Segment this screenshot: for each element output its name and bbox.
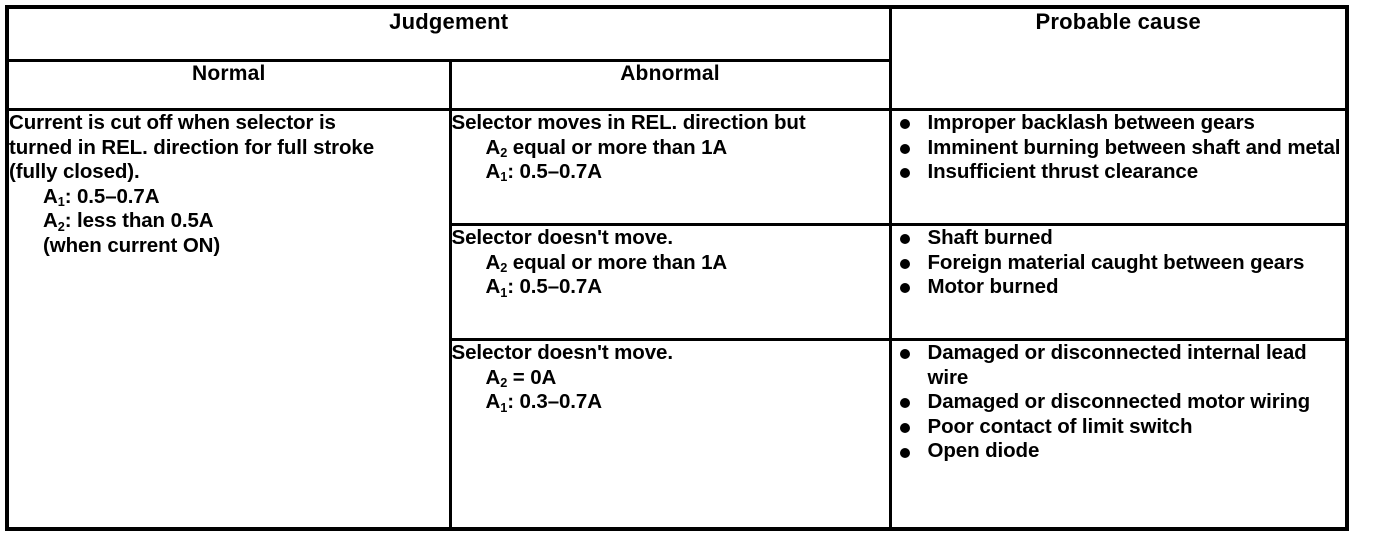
- abnormal-spec-a2-label-1: A: [485, 135, 501, 159]
- list-item: Open diode: [892, 439, 1346, 464]
- list-item: Poor contact of limit switch: [892, 415, 1346, 440]
- abnormal-spec-a2-value-2: equal or more than 1A: [507, 250, 728, 274]
- bullet-icon: [899, 234, 910, 245]
- normal-spec-a1: A1: 0.5–0.7A: [9, 185, 449, 210]
- abnormal-condition-cell-2: Selector doesn't move. A2 equal or more …: [448, 223, 892, 342]
- cause-text: Insufficient thrust clearance: [927, 160, 1199, 184]
- normal-spec-a2-value: : less than 0.5A: [64, 209, 214, 233]
- bullet-icon: [899, 283, 910, 294]
- normal-spec-a2-subscript: 2: [57, 218, 65, 234]
- list-item: Damaged or disconnected motor wiring: [892, 390, 1346, 415]
- abnormal-spec-a1-subscript-3: 1: [500, 399, 508, 415]
- abnormal-spec-a2-3: A2 = 0A: [452, 366, 889, 391]
- normal-spec-a1-value: : 0.5–0.7A: [64, 184, 160, 208]
- cause-text: Poor contact of limit switch: [927, 414, 1193, 438]
- normal-spec-a1-subscript: 1: [57, 194, 65, 210]
- cause-list-3: Damaged or disconnected internal lead wi…: [892, 341, 1346, 464]
- abnormal-spec-a1-value-3: : 0.3–0.7A: [507, 390, 602, 414]
- cause-text: Damaged or disconnected internal lead wi…: [927, 341, 1307, 389]
- bullet-icon: [899, 423, 910, 433]
- bullet-icon: [899, 119, 910, 130]
- table-row: Current is cut off when selector is turn…: [5, 107, 1349, 531]
- header-row-sub: Normal Abnormal: [5, 59, 1347, 111]
- bullet-icon: [899, 168, 910, 179]
- cause-text: Imminent burning between shaft and metal: [927, 135, 1341, 159]
- abnormal-spec-a1-subscript-2: 1: [500, 284, 508, 300]
- list-item: Imminent burning between shaft and metal: [892, 136, 1346, 161]
- normal-note: (when current ON): [43, 233, 221, 257]
- normal-spec-a2-label: A: [43, 209, 58, 233]
- abnormal-spec-a2-subscript-2: 2: [500, 259, 508, 275]
- list-item: Insufficient thrust clearance: [892, 160, 1346, 185]
- abnormal-condition-cell-1: Selector moves in REL. direction but A2 …: [448, 107, 892, 227]
- normal-line-1: Current is cut off when selector is: [9, 111, 336, 134]
- abnormal-spec-a1-1: A1: 0.5–0.7A: [452, 160, 889, 185]
- abnormal-spec-a1-label-3: A: [485, 390, 501, 414]
- normal-condition-cell: Current is cut off when selector is turn…: [5, 108, 452, 531]
- bullet-icon: [899, 447, 910, 458]
- cause-text: Foreign material caught between gears: [927, 250, 1305, 274]
- header-probable-cause: Probable cause: [888, 5, 1349, 111]
- abnormal-spec-a1-subscript-1: 1: [500, 169, 508, 185]
- table-row: Selector doesn't move. A2 = 0A A1: 0.3–0…: [7, 338, 1349, 531]
- header-judgement: Judgement: [5, 5, 892, 62]
- bullet-icon: [899, 398, 910, 409]
- table-body: Current is cut off when selector is turn…: [5, 107, 1349, 531]
- list-item: Motor burned: [892, 275, 1346, 300]
- cause-list-2: Shaft burned Foreign material caught bet…: [892, 226, 1346, 300]
- cause-text: Improper backlash between gears: [927, 111, 1255, 134]
- abnormal-spec-a2-value-3: = 0A: [507, 365, 557, 389]
- normal-spec-a1-label: A: [43, 184, 58, 208]
- bullet-icon: [899, 258, 910, 269]
- abnormal-spec-a1-3: A1: 0.3–0.7A: [452, 390, 889, 415]
- table-row: Selector doesn't move. A2 equal or more …: [7, 223, 1349, 342]
- cause-text: Shaft burned: [927, 226, 1053, 250]
- list-item: Shaft burned: [892, 226, 1346, 251]
- normal-spec-a2: A2: less than 0.5A: [9, 209, 449, 234]
- abnormal-spec-a2-label-3: A: [485, 365, 501, 389]
- probable-cause-cell-3: Damaged or disconnected internal lead wi…: [888, 338, 1349, 531]
- abnormal-headline-3: Selector doesn't move.: [451, 341, 674, 365]
- abnormal-spec-a2-1: A2 equal or more than 1A: [452, 136, 889, 161]
- list-item: Foreign material caught between gears: [892, 251, 1346, 276]
- abnormal-spec-a1-label-1: A: [485, 160, 501, 184]
- table-header: Judgement Probable cause Normal Abnormal: [5, 5, 1349, 111]
- abnormal-spec-a2-value-1: equal or more than 1A: [507, 135, 728, 159]
- abnormal-spec-a2-subscript-3: 2: [500, 374, 508, 390]
- cause-text: Damaged or disconnected motor wiring: [927, 390, 1311, 414]
- bullet-icon: [899, 349, 910, 360]
- abnormal-spec-a2-2: A2 equal or more than 1A: [452, 251, 889, 276]
- abnormal-headline-2: Selector doesn't move.: [451, 226, 674, 250]
- abnormal-spec-a1-label-2: A: [485, 275, 501, 299]
- abnormal-spec-a1-2: A1: 0.5–0.7A: [452, 275, 889, 300]
- list-item: Damaged or disconnected internal lead wi…: [892, 341, 1346, 390]
- abnormal-spec-a1-value-1: : 0.5–0.7A: [507, 160, 602, 184]
- abnormal-headline-1: Selector moves in REL. direction but: [451, 111, 806, 134]
- abnormal-spec-a2-label-2: A: [485, 250, 501, 274]
- abnormal-condition-cell-3: Selector doesn't move. A2 = 0A A1: 0.3–0…: [448, 338, 892, 531]
- header-abnormal: Abnormal: [448, 59, 892, 111]
- cause-text: Open diode: [927, 439, 1040, 463]
- normal-line-3: (fully closed).: [9, 160, 140, 184]
- troubleshooting-table: Judgement Probable cause Normal Abnormal…: [5, 5, 1349, 531]
- abnormal-spec-a2-subscript-1: 2: [500, 144, 508, 160]
- probable-cause-cell-1: Improper backlash between gears Imminent…: [888, 107, 1349, 227]
- abnormal-spec-a1-value-2: : 0.5–0.7A: [507, 275, 602, 299]
- probable-cause-cell-2: Shaft burned Foreign material caught bet…: [888, 223, 1349, 342]
- header-row-group: Judgement Probable cause: [5, 5, 1349, 111]
- header-normal: Normal: [5, 59, 452, 111]
- bullet-icon: [899, 143, 910, 154]
- normal-line-2: turned in REL. direction for full stroke: [9, 135, 375, 159]
- cause-list-1: Improper backlash between gears Imminent…: [892, 111, 1346, 185]
- cause-text: Motor burned: [927, 275, 1059, 299]
- list-item: Improper backlash between gears: [892, 111, 1346, 136]
